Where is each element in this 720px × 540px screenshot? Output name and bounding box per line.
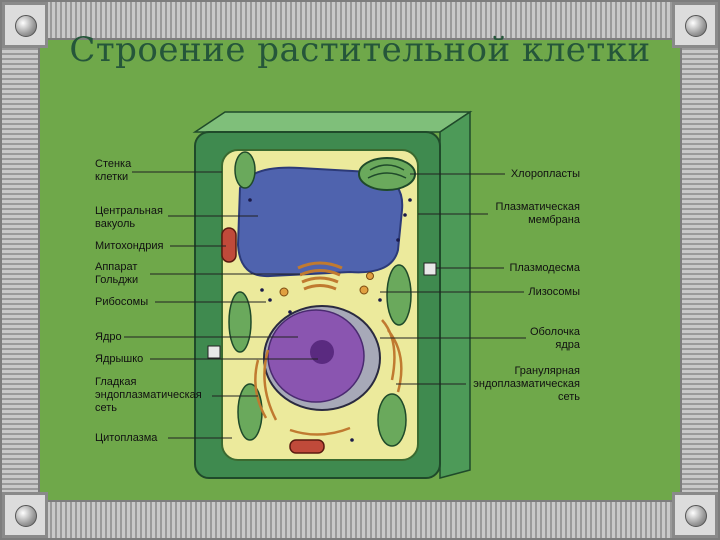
nucleolus [310, 340, 334, 364]
frame-left [0, 0, 40, 540]
ribosomes [248, 198, 412, 442]
label-cell-wall: Стенка клетки [95, 158, 132, 183]
lysosome-3 [366, 272, 374, 280]
chloroplast-left-bottom [237, 383, 263, 441]
label-smooth-er: Гладкая эндоплазматическая сеть [95, 376, 202, 414]
corner-bolt-bottom-right [672, 492, 718, 538]
label-ribosomes: Рибосомы [95, 296, 149, 308]
label-central-vacuole: Центральная вакуоль [95, 205, 163, 230]
plasmodesma-left [207, 345, 221, 359]
corner-bolt-top-left [2, 2, 48, 48]
lysosome-2 [279, 287, 289, 297]
chloroplast-top [358, 157, 416, 191]
chloroplast-right-bottom [377, 393, 407, 447]
mitochondrion-bottom [289, 439, 325, 454]
rough-er [381, 319, 403, 393]
corner-bolt-bottom-left [2, 492, 48, 538]
lysosome-1 [359, 285, 369, 295]
chloroplast-right-top [386, 264, 412, 326]
chloroplast-left-top [228, 291, 252, 353]
chloroplast-left-upper [234, 151, 256, 189]
label-golgi: Аппарат Гольджи [95, 261, 139, 286]
label-nuclear-envelope: Оболочка ядра [529, 326, 580, 351]
mitochondrion-left [221, 227, 237, 263]
label-nucleolus: Ядрышко [95, 353, 144, 365]
label-lysosomes: Лизосомы [528, 286, 580, 298]
frame-bottom [0, 500, 720, 540]
label-plasma-membrane: Плазматическая мембрана [495, 201, 580, 226]
page-title: Строение растительной клетки [69, 30, 651, 70]
label-plasmodesma: Плазмодесма [509, 262, 580, 274]
label-cytoplasm: Цитоплазма [95, 432, 158, 444]
frame-top [0, 0, 720, 40]
golgi-apparatus [297, 261, 343, 291]
cell-wall-top [192, 111, 473, 133]
label-chloroplasts: Хлоропласты [510, 168, 580, 180]
frame-right [680, 0, 720, 540]
corner-bolt-top-right [672, 2, 718, 48]
plasmodesma [423, 262, 437, 276]
label-rough-er: Гранулярная эндоплазматическая сеть [473, 365, 580, 403]
label-mitochondria: Митохондрия [95, 240, 164, 252]
smooth-er [254, 349, 351, 436]
label-nucleus: Ядро [95, 331, 122, 343]
cell-wall-side [439, 110, 471, 479]
